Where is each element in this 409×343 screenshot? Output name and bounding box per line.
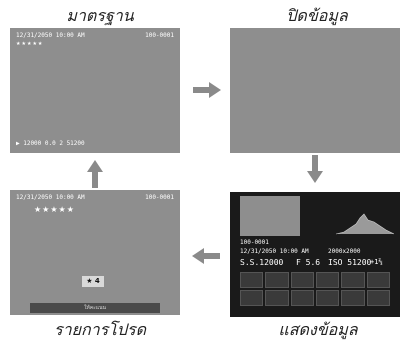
label-standard: มาตรฐาน xyxy=(66,6,134,25)
frame-number: 100-0001 xyxy=(145,32,174,39)
rating-badge[interactable]: ★ 4 xyxy=(82,276,104,287)
rating-stars: ★★★★★ xyxy=(34,205,75,214)
aperture: F 5.6 xyxy=(296,258,321,267)
arrow-down-icon xyxy=(307,155,323,183)
iso: ISO 51200 xyxy=(328,258,372,267)
label-info-off: ปิดข้อมูล xyxy=(286,6,348,25)
label-favorites: รายการโปรด xyxy=(54,320,146,339)
exposure-comp: +1⅔ xyxy=(370,258,383,266)
datetime: 12/31/2050 10:00 AM xyxy=(16,32,85,39)
datetime: 12/31/2050 10:00 AM xyxy=(240,248,309,255)
arrow-right-icon xyxy=(193,82,221,98)
screen-info-display: 100-0001 12/31/2050 10:00 AM 2000x2000 S… xyxy=(230,192,400,317)
shutter-speed: S.S.12000 xyxy=(240,258,284,267)
rating-bar[interactable]: ให้คะแนน xyxy=(30,303,160,313)
screen-favorites: 12/31/2050 10:00 AM 100-0001 ★★★★★ ★ 4 ใ… xyxy=(10,190,180,315)
image-size: 2000x2000 xyxy=(328,248,361,255)
datetime: 12/31/2050 10:00 AM xyxy=(16,194,85,201)
frame-number: 100-0001 xyxy=(240,239,269,246)
thumbnail-strip xyxy=(240,272,390,306)
thumbnail-preview xyxy=(240,196,300,236)
arrow-left-icon xyxy=(192,248,220,264)
screen-standard: 12/31/2050 10:00 AM 100-0001 ★★★★★ ▶ 120… xyxy=(10,28,180,153)
histogram xyxy=(336,213,394,235)
frame-number: 100-0001 xyxy=(145,194,174,201)
label-info-display: แสดงข้อมูล xyxy=(278,320,358,339)
arrow-up-icon xyxy=(87,160,103,188)
rating-stars: ★★★★★ xyxy=(16,41,44,47)
exposure-info-line: ▶ 12000 0.0 2 51200 xyxy=(16,140,85,147)
screen-info-off xyxy=(230,28,400,153)
